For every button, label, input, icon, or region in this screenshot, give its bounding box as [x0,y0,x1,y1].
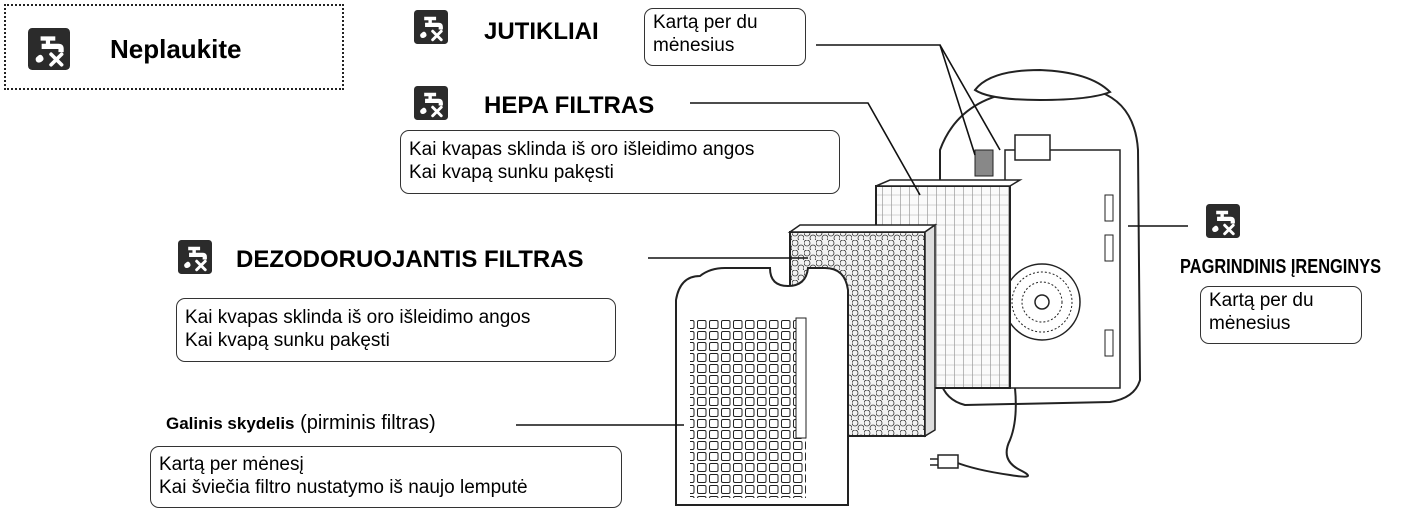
no-wash-icon [414,10,448,44]
back-panel-note-line-1: Kartą per mėnesį [159,454,304,475]
back-panel-note: Kartą per mėnesį Kai šviečia filtro nust… [150,446,622,508]
no-wash-icon [178,240,212,274]
main-unit-note: Kartą per du mėnesius [1200,286,1362,344]
hepa-note: Kai kvapas sklinda iš oro išleidimo ango… [400,130,840,194]
back-panel-illustration [675,267,849,506]
back-panel-title: Galinis skydelis (pirminis filtras) [166,412,436,435]
hepa-title: HEPA FILTRAS [484,92,655,119]
deodorizing-title: DEZODORUOJANTIS FILTRAS [236,246,584,273]
back-panel-note-line-2: Kai šviečia filtro nustatymo iš naujo le… [159,477,528,498]
power-cord [930,387,1029,478]
sensors-note-line-2: mėnesius [653,35,735,56]
deodorizing-note-line-1: Kai kvapas sklinda iš oro išleidimo ango… [185,307,531,328]
back-panel-title-rest: (pirminis filtras) [300,412,436,434]
no-wash-icon [1206,204,1240,238]
sensors-note-line-1: Kartą per du [653,12,758,33]
sensors-note: Kartą per du mėnesius [644,8,806,66]
hepa-note-line-2: Kai kvapą sunku pakęsti [409,162,614,183]
sensors-title: JUTIKLIAI [484,18,599,45]
leader-line-sensors-2 [939,44,1001,151]
main-unit-title: PAGRINDINIS ĮRENGINYS [1180,256,1382,278]
hepa-note-line-1: Kai kvapas sklinda iš oro išleidimo ango… [409,139,755,160]
no-wash-icon [28,28,70,70]
deodorizing-note-line-2: Kai kvapą sunku pakęsti [185,330,390,351]
main-unit-note-line-1: Kartą per du [1209,290,1314,311]
legend-box: Neplaukite [4,4,344,90]
main-unit-note-line-2: mėnesius [1209,313,1291,334]
leader-line-hepa [690,102,921,196]
deodorizing-note: Kai kvapas sklinda iš oro išleidimo ango… [176,298,616,362]
back-panel-title-bold: Galinis skydelis [166,414,295,433]
legend-label: Neplaukite [110,34,242,64]
no-wash-icon [414,86,448,120]
